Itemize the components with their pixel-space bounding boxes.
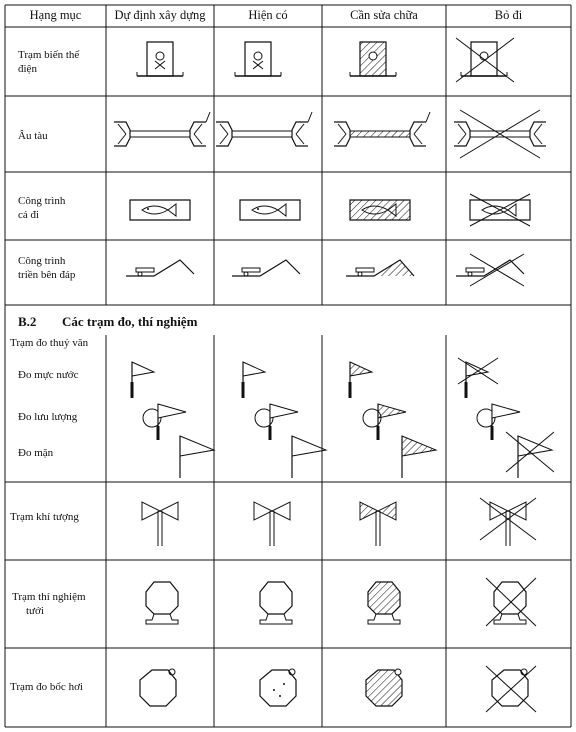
transformer-removed-icon bbox=[456, 38, 514, 82]
transformer-repair-icon bbox=[350, 42, 396, 76]
irrigation-station-existing-icon bbox=[260, 582, 292, 624]
row-label-au-tau: Âu tàu bbox=[18, 130, 48, 142]
weather-station-removed-icon bbox=[480, 498, 536, 546]
row-label-do-muc-nuoc: Đo mực nước bbox=[18, 369, 79, 381]
water-level-removed-icon bbox=[458, 358, 498, 398]
slipway-removed-icon bbox=[456, 254, 524, 286]
salinity-existing-icon bbox=[292, 436, 326, 478]
water-level-planned-icon bbox=[132, 362, 154, 398]
discharge-existing-icon bbox=[255, 404, 298, 440]
weather-station-repair-icon bbox=[360, 502, 396, 546]
irrigation-station-planned-icon bbox=[146, 582, 178, 624]
header-can-sua-chua: Cần sửa chữa bbox=[350, 8, 418, 22]
salinity-repair-icon bbox=[402, 436, 436, 478]
water-level-repair-icon bbox=[350, 362, 372, 398]
discharge-repair-icon bbox=[363, 404, 406, 440]
weather-station-planned-icon bbox=[142, 502, 178, 546]
irrigation-station-repair-icon bbox=[368, 582, 400, 624]
salinity-planned-icon bbox=[180, 436, 214, 478]
row-label-tram-do-boc-hoi: Trạm đo bốc hơi bbox=[10, 681, 83, 693]
section-title: Các trạm đo, thí nghiệm bbox=[62, 314, 198, 329]
water-level-existing-icon bbox=[243, 362, 265, 398]
header-hien-co: Hiện có bbox=[248, 8, 288, 22]
slipway-existing-icon bbox=[232, 260, 300, 276]
evaporation-station-removed-icon bbox=[486, 666, 536, 712]
salinity-removed-icon bbox=[506, 432, 554, 478]
transformer-existing-icon bbox=[235, 42, 281, 76]
evaporation-station-planned-icon bbox=[140, 669, 176, 706]
transformer-planned-icon bbox=[137, 42, 183, 76]
discharge-planned-icon bbox=[143, 404, 186, 440]
ship-lock-removed-icon bbox=[454, 110, 546, 158]
row-label-tram-khi-tuong: Trạm khí tượng bbox=[10, 511, 79, 523]
header-hang-muc: Hạng mục bbox=[29, 8, 82, 22]
irrigation-station-removed-icon bbox=[486, 578, 536, 626]
ship-lock-existing-icon bbox=[216, 112, 312, 146]
row-label-do-man: Đo mặn bbox=[18, 447, 54, 459]
header-du-dinh-xay-dung: Dự định xây dựng bbox=[114, 8, 206, 22]
fish-pass-existing-icon bbox=[240, 200, 300, 220]
ship-lock-repair-icon bbox=[334, 112, 430, 146]
slipway-repair-icon bbox=[346, 260, 414, 276]
fish-pass-removed-icon bbox=[470, 194, 530, 226]
header-bo-di: Bỏ đi bbox=[494, 8, 523, 22]
ship-lock-planned-icon bbox=[114, 112, 210, 146]
slipway-planned-icon bbox=[126, 260, 194, 276]
discharge-removed-icon bbox=[477, 404, 520, 440]
row-label-tram-do-thuy-van: Trạm đo thuỷ văn bbox=[10, 337, 89, 349]
fish-pass-repair-icon bbox=[350, 200, 410, 220]
weather-station-existing-icon bbox=[254, 502, 290, 546]
row-label-do-luu-luong: Đo lưu lượng bbox=[18, 411, 78, 423]
fish-pass-planned-icon bbox=[130, 200, 190, 220]
section-number: B.2 bbox=[18, 314, 37, 329]
evaporation-station-repair-icon bbox=[366, 669, 402, 706]
evaporation-station-existing-icon bbox=[260, 669, 296, 706]
